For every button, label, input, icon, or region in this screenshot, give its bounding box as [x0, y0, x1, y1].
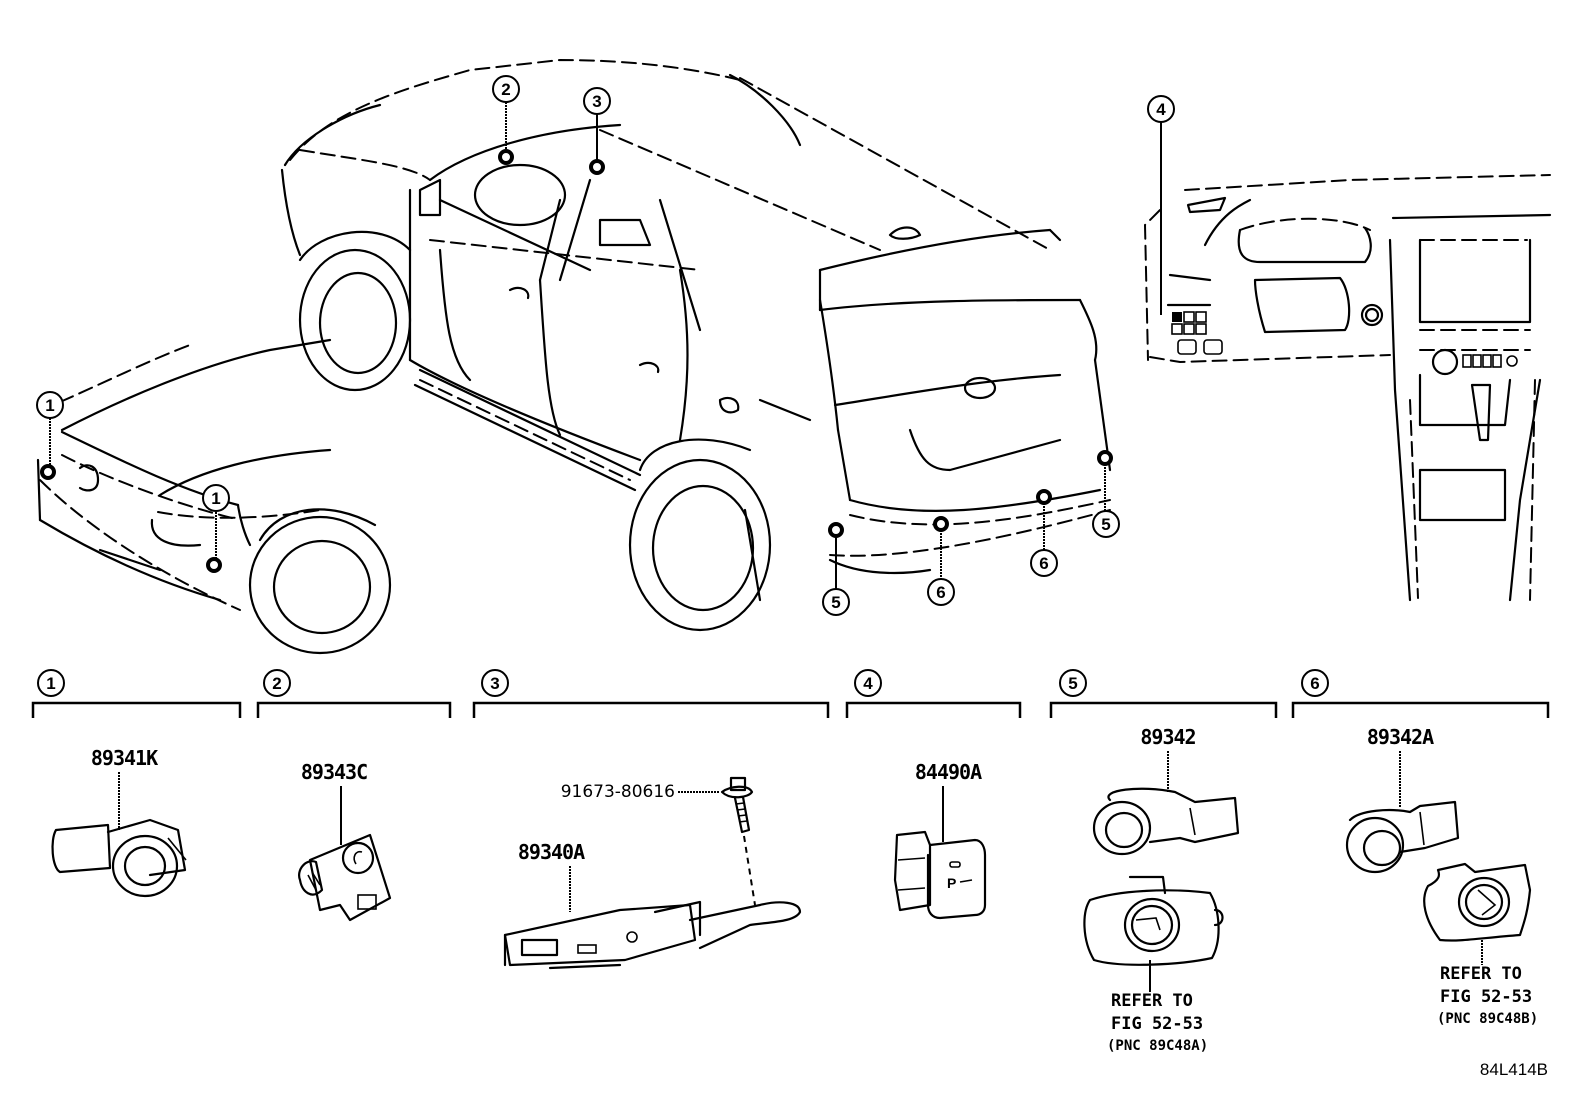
refer-note-pnc: (PNC 89C48B): [1437, 1011, 1538, 1027]
callout-number: 6: [1039, 554, 1048, 573]
callout-number: 5: [1101, 515, 1110, 534]
group-ref: 3: [490, 674, 499, 693]
main-vehicle-view: 2 3 5 6 6: [280, 58, 1120, 632]
callout-1-front-right: 1: [202, 484, 230, 573]
part-89343C[interactable]: 89343C: [298, 760, 392, 922]
bolt-icon: [720, 776, 756, 906]
refer-note-89C48B: REFER TO FIG 52-53 (PNC 89C48B): [1437, 964, 1538, 1027]
part-number-label[interactable]: 89341K: [91, 746, 159, 770]
group-ref: 4: [863, 674, 873, 693]
group-ref: 6: [1310, 674, 1319, 693]
refer-note-line[interactable]: FIG 52-53: [1440, 987, 1532, 1007]
part-89342[interactable]: 89342 REFER TO FIG 52-53 (PNC 89C48A): [1083, 725, 1240, 1054]
ultrasonic-sensor-icon: [1345, 800, 1460, 874]
group-1: 1: [31, 669, 242, 718]
group-5: 5: [1049, 669, 1278, 718]
callout-4-switch-panel: 4: [1147, 95, 1175, 315]
sensor-retainer-icon: [1423, 862, 1532, 942]
part-number-label[interactable]: 84490A: [915, 760, 983, 784]
callout-3-cabin: 3: [583, 87, 611, 175]
callout-5-rear-right: 5: [1092, 450, 1120, 538]
parking-switch-icon: P: [893, 830, 987, 920]
parking-p-glyph: P: [947, 875, 956, 891]
part-number-label[interactable]: 89343C: [301, 760, 368, 784]
callout-6-rear-center-right: 6: [1030, 489, 1058, 577]
callout-2-instrument-panel: 2: [492, 75, 520, 165]
group-6: 6: [1291, 669, 1550, 718]
ultrasonic-sensor-icon: [51, 818, 187, 898]
refer-note-line: REFER TO: [1111, 991, 1193, 1011]
callout-number: 2: [501, 80, 510, 99]
front-vehicle-view: 1 1: [36, 338, 392, 655]
callout-6-rear-center-left: 6: [927, 516, 955, 606]
group-ref: 2: [272, 674, 281, 693]
group-ref: 5: [1068, 674, 1077, 693]
refer-note-pnc: (PNC 89C48A): [1107, 1038, 1208, 1054]
callout-number: 1: [45, 396, 54, 415]
part-number-label[interactable]: 89342: [1140, 725, 1196, 749]
part-number-label[interactable]: 91673-80616: [561, 782, 675, 802]
part-89340A[interactable]: 89340A: [503, 840, 802, 970]
part-91673-80616[interactable]: 91673-80616: [561, 776, 756, 906]
dashboard-detail-view: 4: [1143, 95, 1552, 602]
callout-1-front-left: 1: [36, 391, 64, 480]
group-2: 2: [256, 669, 452, 718]
part-number-label[interactable]: 89342A: [1367, 725, 1435, 749]
callout-5-rear-left: 5: [822, 522, 850, 616]
group-ref: 1: [46, 674, 55, 693]
part-number-label[interactable]: 89340A: [518, 840, 586, 864]
ultrasonic-sensor-icon: [1092, 787, 1240, 856]
refer-note-line: REFER TO: [1440, 964, 1522, 984]
group-3: 3: [472, 669, 830, 718]
part-89341K[interactable]: 89341K: [51, 746, 187, 898]
callout-number: 1: [211, 489, 220, 508]
part-84490A[interactable]: 84490A P: [893, 760, 987, 920]
group-4: 4: [845, 669, 1022, 718]
sensor-retainer-icon: [1083, 875, 1224, 966]
callout-number: 3: [592, 92, 601, 111]
callout-number: 5: [831, 593, 840, 612]
part-89342A[interactable]: 89342A REFER TO FIG 52-53 (PNC 89C48B): [1345, 725, 1538, 1027]
refer-note-line[interactable]: FIG 52-53: [1111, 1014, 1203, 1034]
control-module-icon: [503, 900, 802, 970]
callout-number: 6: [936, 583, 945, 602]
figure-code: 84L414B: [1480, 1060, 1548, 1079]
callout-number: 4: [1156, 100, 1166, 119]
buzzer-icon: [298, 833, 392, 922]
refer-note-89C48A: REFER TO FIG 52-53 (PNC 89C48A): [1107, 991, 1208, 1054]
